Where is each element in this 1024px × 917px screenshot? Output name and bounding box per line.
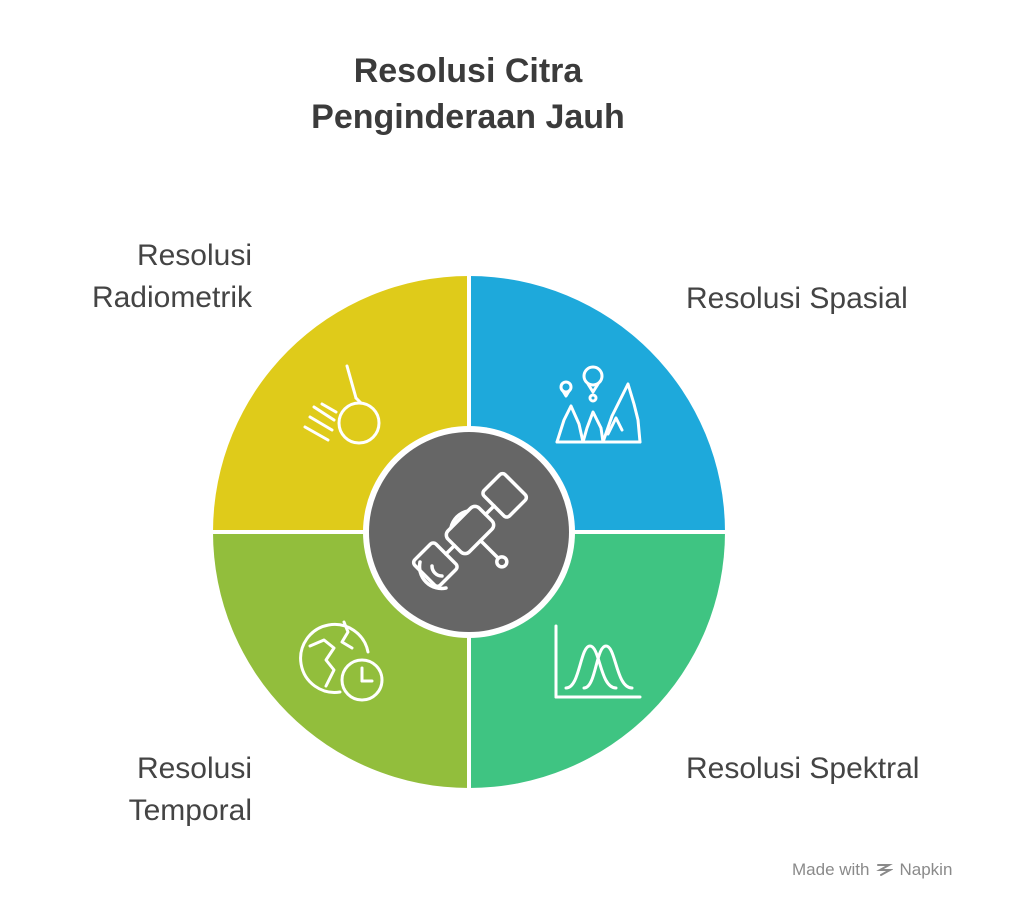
label-temporal-line-2: Temporal xyxy=(128,794,252,827)
watermark-brand: Napkin xyxy=(899,860,953,879)
satellite-icon xyxy=(411,471,529,591)
diagram-title: Resolusi Citra Penginderaan Jauh xyxy=(212,48,724,140)
label-resolusi-spektral: Resolusi Spektral xyxy=(686,748,919,790)
napkin-logo-icon xyxy=(876,864,894,876)
title-line-1: Resolusi Citra xyxy=(353,52,583,90)
label-temporal-line-1: Resolusi xyxy=(136,752,252,785)
title-line-2: Penginderaan Jauh xyxy=(311,98,625,136)
label-radiometrik-line-1: Resolusi xyxy=(136,239,252,272)
label-spasial-text: Resolusi Spasial xyxy=(686,282,908,315)
center-hub xyxy=(369,432,569,632)
napkin-watermark: Made with Napkin xyxy=(792,860,952,880)
watermark-prefix: Made with xyxy=(792,860,870,879)
label-resolusi-temporal: Resolusi Temporal xyxy=(30,748,252,832)
label-spektral-text: Resolusi Spektral xyxy=(686,752,920,785)
mountains-location-icon xyxy=(555,365,642,444)
globe-clock-icon xyxy=(299,620,384,702)
label-radiometrik-line-2: Radiometrik xyxy=(91,281,252,314)
label-resolusi-radiometrik: Resolusi Radiometrik xyxy=(30,235,252,319)
wrecking-ball-icon xyxy=(303,364,381,445)
label-resolusi-spasial: Resolusi Spasial xyxy=(686,278,908,320)
spectral-curve-icon xyxy=(554,624,642,699)
